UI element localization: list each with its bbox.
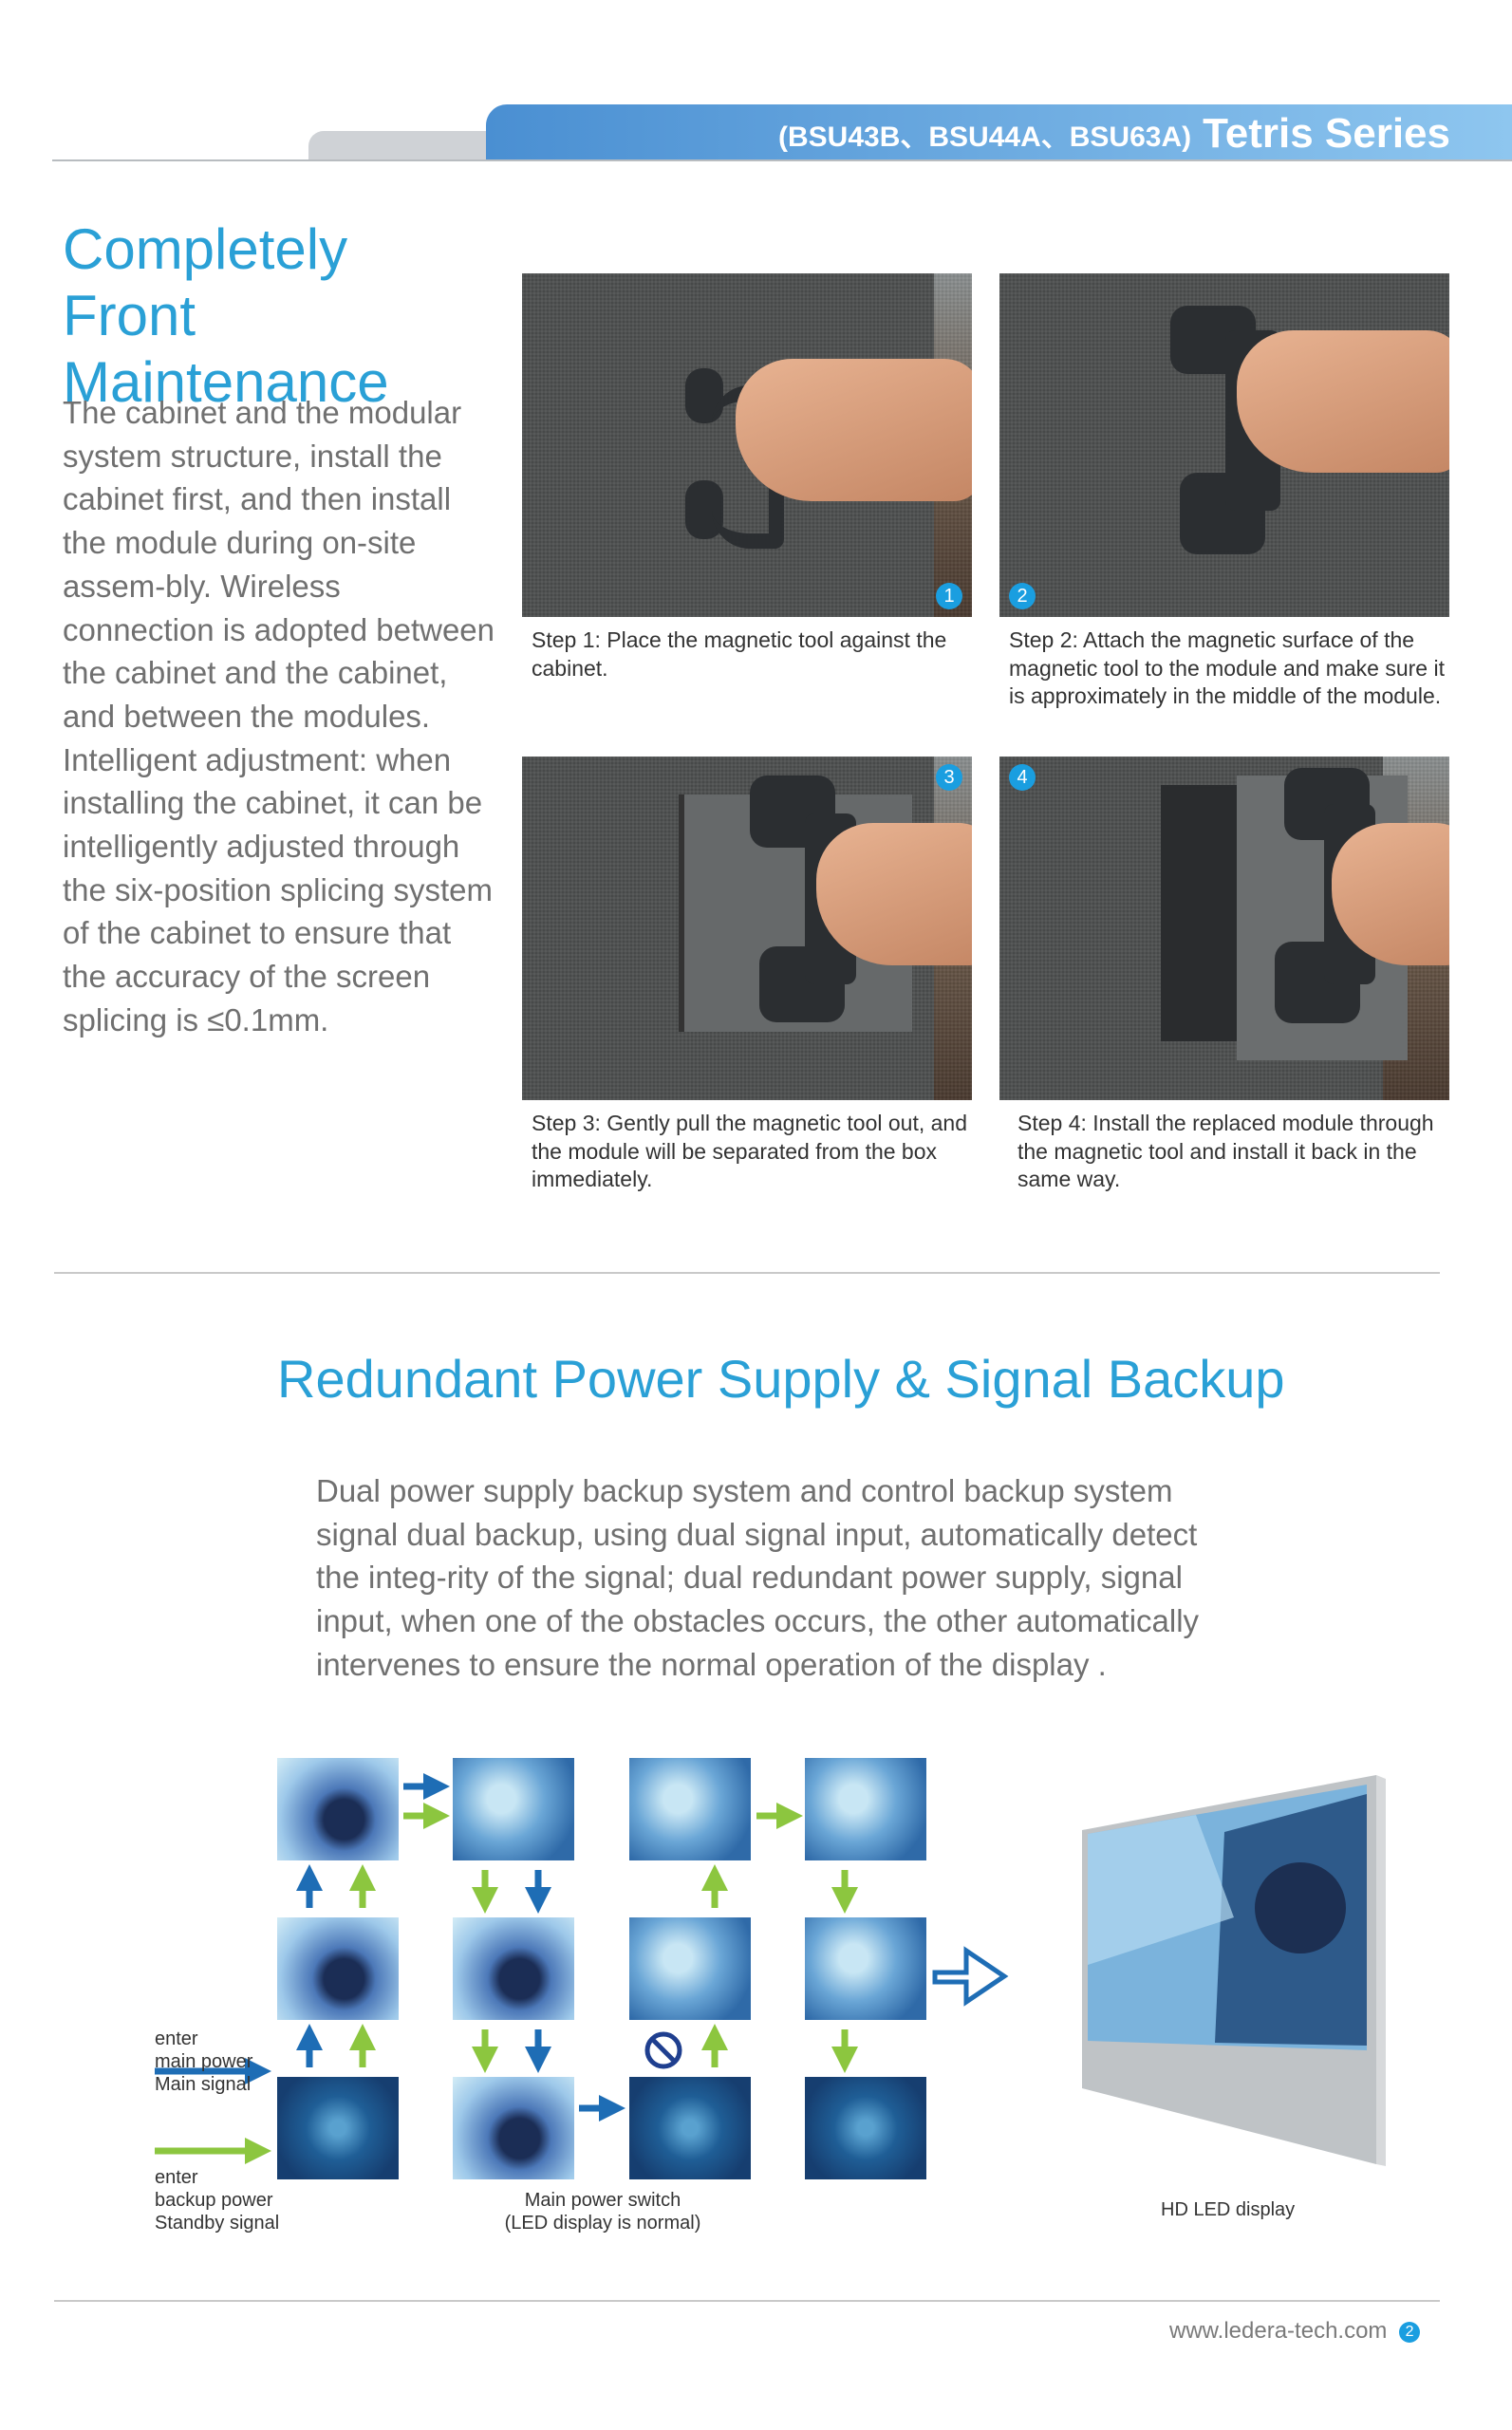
step4-label: Step 4:	[1017, 1111, 1087, 1135]
step4-text: Install the replaced module through the …	[1017, 1111, 1434, 1191]
step2-text: Attach the magnetic surface of the magne…	[1009, 627, 1445, 708]
step3-caption: Step 3: Gently pull the magnetic tool ou…	[532, 1110, 978, 1194]
diagram-tile	[629, 1917, 751, 2020]
step1-badge: 1	[936, 583, 962, 609]
page-number-badge: 2	[1399, 2321, 1421, 2343]
section-divider	[54, 1272, 1440, 1274]
step1-text: Place the magnetic tool against the cabi…	[532, 627, 947, 681]
section1-paragraph1: The cabinet and the modular system struc…	[63, 395, 495, 734]
section2-title: Redundant Power Supply & Signal Backup	[277, 1349, 1285, 1409]
header-title: (BSU43B、BSU44A、BSU63A) Tetris Series	[778, 110, 1450, 158]
backup-input-label: enter backup power Standby signal	[155, 2167, 280, 2234]
footer-url[interactable]: www.ledera-tech.com 2	[1169, 2318, 1421, 2345]
diagram-tile	[453, 1758, 574, 1860]
redundancy-diagram: enter main power Main signal enter backu…	[0, 1747, 1512, 2259]
step1-label: Step 1:	[532, 627, 601, 652]
diagram-tile	[277, 1758, 399, 1860]
section1-title: Completely Front Maintenance	[63, 217, 389, 414]
diagram-tile	[805, 2077, 926, 2179]
diagram-tile	[805, 1758, 926, 1860]
display-caption: HD LED display	[1161, 2199, 1296, 2220]
main-input-label: enter main power Main signal	[155, 2028, 253, 2095]
step3-text: Gently pull the magnetic tool out, and t…	[532, 1111, 968, 1191]
switch-caption: Main power switch (LED display is normal…	[504, 2190, 701, 2234]
output-arrow-icon	[932, 1946, 1009, 2007]
diagram-arrows	[155, 1773, 1009, 2164]
diagram-tile	[629, 2077, 751, 2179]
step2-photo: 2	[999, 273, 1449, 617]
section1-paragraph2: Intelligent adjustment: when installing …	[63, 741, 494, 1037]
step3-photo: 3	[522, 757, 972, 1100]
step4-photo: 4	[999, 757, 1449, 1100]
step2-label: Step 2:	[1009, 627, 1078, 652]
header-tab-blue	[486, 104, 1512, 160]
prohibit-icon	[644, 2031, 682, 2069]
step4-caption: Step 4: Install the replaced module thro…	[1017, 1110, 1464, 1194]
header-models: (BSU43B、BSU44A、BSU63A)	[778, 122, 1192, 153]
section1-body: The cabinet and the modular system struc…	[63, 391, 499, 1042]
footer-divider	[54, 2300, 1440, 2302]
step3-badge: 3	[936, 764, 962, 791]
section2-body: Dual power supply backup system and cont…	[316, 1473, 1200, 1682]
step2-caption: Step 2: Attach the magnetic surface of t…	[1009, 626, 1446, 711]
header-series: Tetris Series	[1203, 110, 1450, 157]
diagram-tile	[453, 1917, 574, 2020]
step4-badge: 4	[1009, 764, 1036, 791]
header-rule	[52, 159, 1512, 161]
diagram-tile	[453, 2077, 574, 2179]
step1-photo: 1	[522, 273, 972, 617]
step2-badge: 2	[1009, 583, 1036, 609]
hd-led-display	[1082, 1775, 1386, 2166]
step3-label: Step 3:	[532, 1111, 601, 1135]
diagram-tile	[805, 1917, 926, 2020]
diagram-tile	[629, 1758, 751, 1860]
diagram-tile	[277, 2077, 399, 2179]
step1-caption: Step 1: Place the magnetic tool against …	[532, 626, 968, 682]
header-tab-grey	[308, 131, 517, 160]
diagram-tile	[277, 1917, 399, 2020]
